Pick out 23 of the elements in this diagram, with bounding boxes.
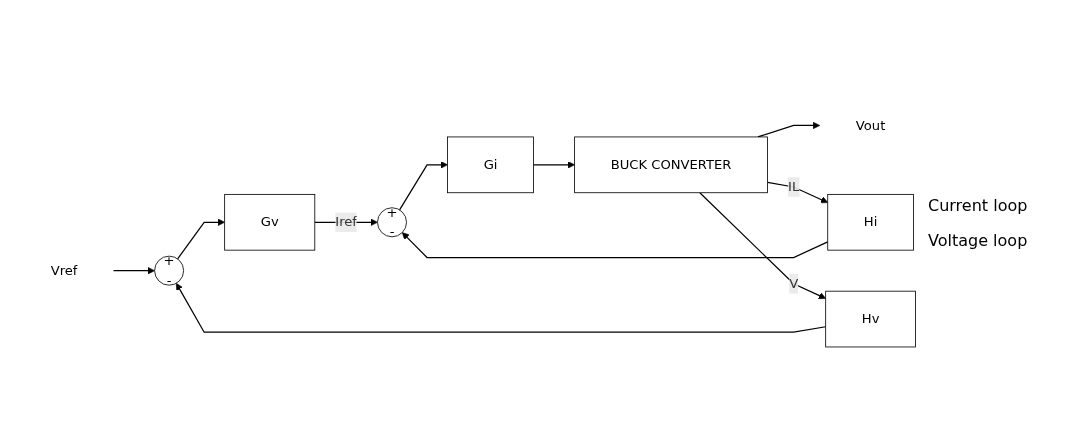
arrow [398, 161, 448, 211]
arrow [699, 192, 826, 300]
arrow [401, 232, 829, 259]
node-box: Hi [827, 194, 914, 251]
arrow [757, 122, 821, 138]
arrow [112, 267, 155, 275]
loop-note: Current loop [928, 195, 1029, 215]
node-box: BUCK CONVERTER [574, 136, 768, 194]
edge-label: V [789, 275, 799, 292]
node-box: Gi [447, 136, 534, 194]
edge-label: IL [788, 179, 800, 195]
arrow [766, 181, 829, 204]
node-circle: + - [377, 207, 407, 238]
node-box: Gv [224, 194, 316, 251]
arrow [177, 218, 225, 260]
node-box: Hv [825, 291, 916, 348]
node-text: Vout [855, 117, 886, 134]
node-text: Vref [50, 262, 78, 279]
loop-note: Voltage loop [928, 230, 1029, 250]
edge-label: Iref [335, 214, 357, 230]
node-circle: + - [154, 255, 185, 286]
arrow [532, 161, 575, 169]
arrow [175, 283, 827, 334]
